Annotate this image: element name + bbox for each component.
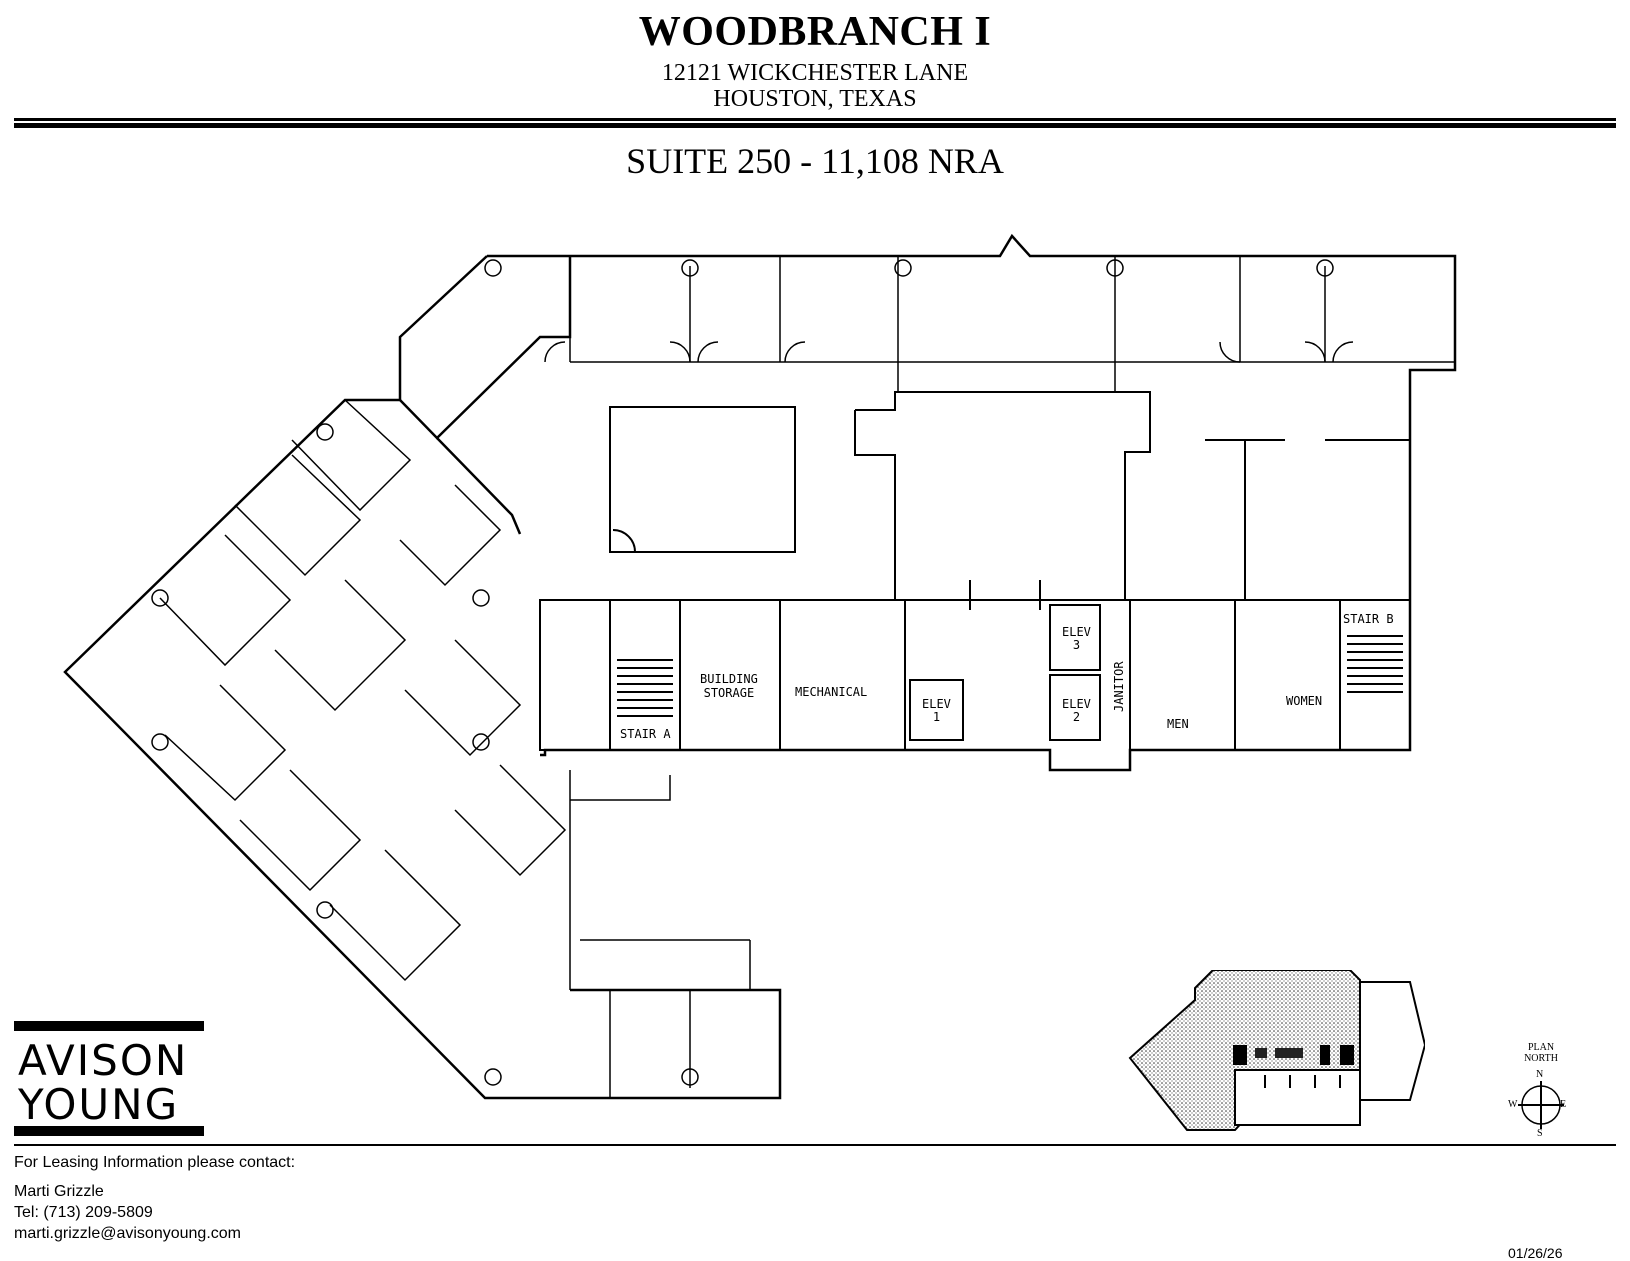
suite-title: SUITE 250 - 11,108 NRA (626, 141, 1004, 181)
logo-bottom-bar (14, 1126, 204, 1136)
address-line-1: 12121 WICKCHESTER LANE (661, 60, 969, 86)
footer-divider (14, 1144, 1616, 1146)
room-label-mechanical: MECHANICAL (795, 685, 868, 699)
elev-3-label: ELEV (1062, 625, 1091, 639)
compass-s: S (1537, 1128, 1543, 1139)
contact-email[interactable]: marti.grizzle@avisonyoung.com (14, 1225, 241, 1242)
contact-intro: For Leasing Information please contact: (14, 1154, 296, 1171)
elev-2-label: ELEV (1062, 697, 1091, 711)
address-line-2: HOUSTON, TEXAS (713, 86, 917, 112)
outer-walls (63, 233, 1457, 1100)
compass-e: E (1560, 1099, 1567, 1110)
room-label-janitor: JANITOR (1112, 661, 1126, 712)
elev-1-number: 1 (932, 710, 941, 724)
compass-label-north: NORTH (1524, 1053, 1558, 1064)
header-divider-thin (14, 118, 1616, 121)
room-label-stair-a: STAIR A (620, 727, 671, 741)
contact-phone: Tel: (713) 209-5809 (14, 1204, 153, 1221)
room-label-stair-b: STAIR B (1343, 612, 1394, 626)
compass-n: N (1536, 1069, 1544, 1080)
logo-line-2: YOUNG (18, 1080, 180, 1129)
room-label-building-storage-2: STORAGE (703, 686, 755, 700)
logo-line-1: AVISON (18, 1036, 189, 1085)
room-label-men: MEN (1167, 717, 1189, 731)
document-date: 01/26/26 (1508, 1245, 1563, 1261)
compass-w: W (1508, 1099, 1518, 1110)
header-divider-thick (14, 123, 1616, 128)
elev-2-number: 2 (1072, 710, 1081, 724)
building-title: WOODBRANCH I (638, 9, 992, 55)
key-plan-thumbnail (1128, 970, 1425, 1131)
compass-label-plan: PLAN (1527, 1042, 1555, 1053)
room-label-building-storage-1: BUILDING (700, 672, 758, 686)
logo-top-bar (14, 1021, 204, 1031)
contact-name: Marti Grizzle (14, 1183, 104, 1200)
elev-1-label: ELEV (922, 697, 951, 711)
elev-3-number: 3 (1072, 638, 1081, 652)
compass-icon (1518, 1081, 1564, 1129)
room-label-women: WOMEN (1286, 694, 1323, 708)
